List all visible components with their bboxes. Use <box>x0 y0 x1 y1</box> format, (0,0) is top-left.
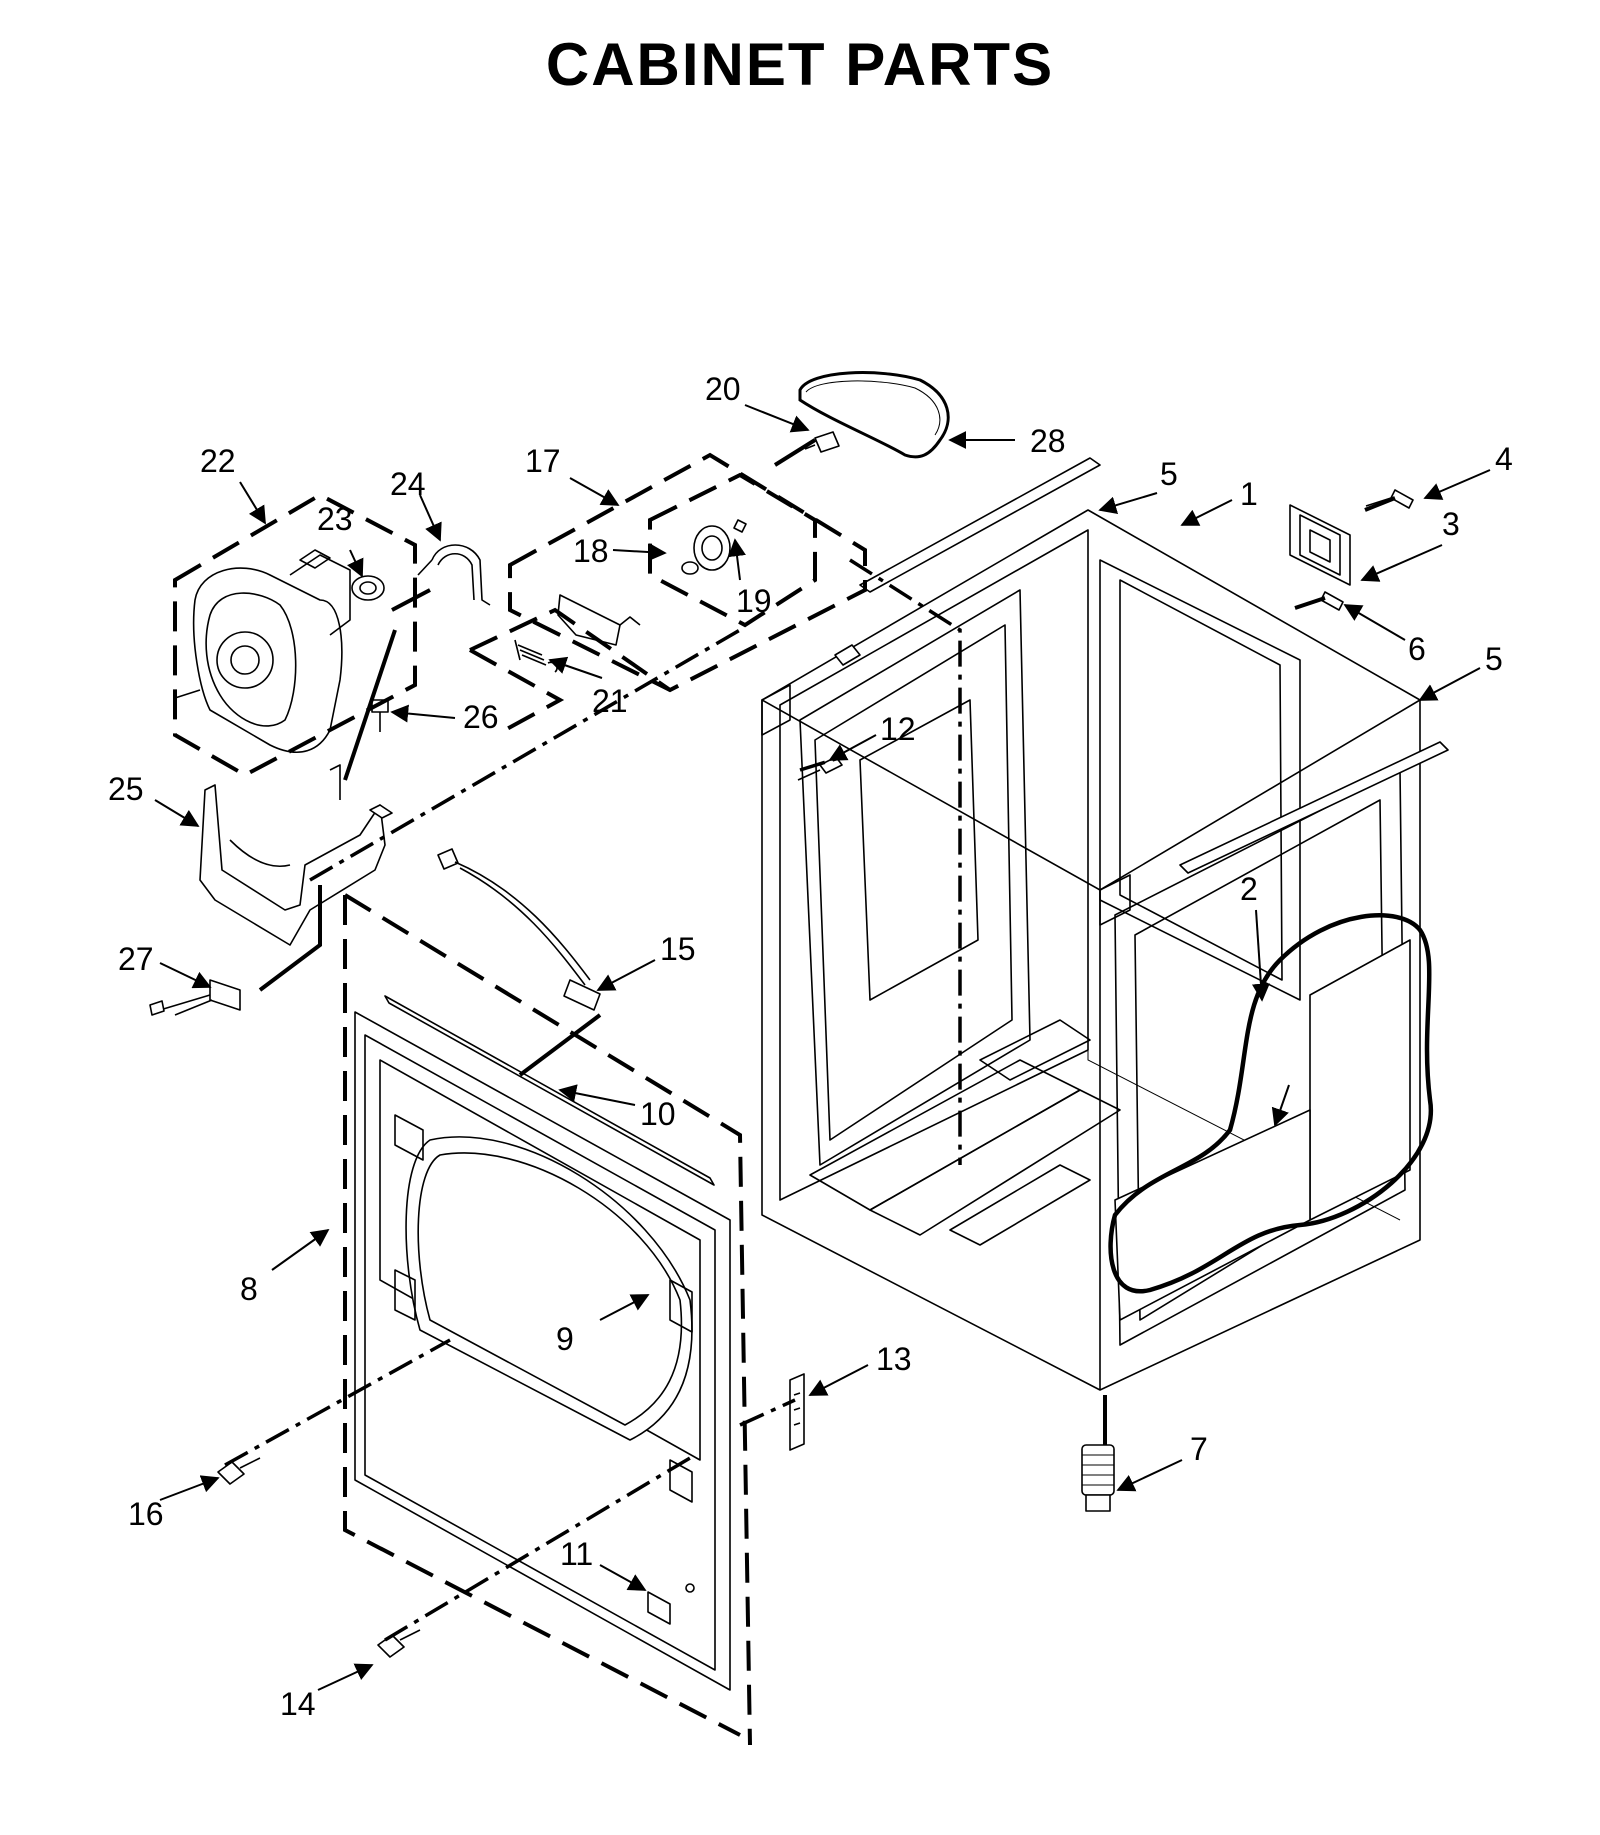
callout-7: 7 <box>1190 1431 1208 1467</box>
page-title: CABINET PARTS <box>545 31 1055 98</box>
cabinet-part[interactable] <box>761 457 1449 1391</box>
drive-belt-part[interactable] <box>798 371 950 459</box>
callout-6: 6 <box>1408 631 1426 667</box>
strike-part[interactable] <box>789 1373 805 1451</box>
drive-motor-part[interactable] <box>174 549 351 754</box>
callout-5-side: 5 <box>1485 641 1503 677</box>
callout-3: 3 <box>1442 506 1460 542</box>
callout-2: 2 <box>1240 871 1258 907</box>
callout-22: 22 <box>200 443 236 479</box>
motor-mount-part[interactable] <box>199 764 393 946</box>
clamp-part[interactable] <box>417 544 491 606</box>
leveling-leg-part[interactable] <box>1081 1444 1115 1512</box>
callout-17: 17 <box>525 443 561 479</box>
callout-16: 16 <box>128 1496 164 1532</box>
screw-part[interactable] <box>377 1629 421 1658</box>
callout-11: 11 <box>560 1536 593 1572</box>
screw-part[interactable] <box>217 1457 261 1485</box>
callout-26: 26 <box>463 699 499 735</box>
callout-24: 24 <box>390 466 426 502</box>
callout-8: 8 <box>240 1271 258 1307</box>
front-panel-part[interactable] <box>354 995 731 1691</box>
callout-9: 9 <box>556 1321 574 1357</box>
callout-19: 19 <box>736 583 772 619</box>
callout-4: 4 <box>1495 441 1513 477</box>
callout-27: 27 <box>118 941 154 977</box>
callout-23: 23 <box>317 501 353 537</box>
callout-12: 12 <box>880 711 916 747</box>
spring-part[interactable] <box>514 639 558 673</box>
callout-14: 14 <box>280 1686 316 1722</box>
screw-part[interactable] <box>804 431 840 453</box>
callout-25: 25 <box>108 771 144 807</box>
callout-20: 20 <box>705 371 741 407</box>
callout-13: 13 <box>876 1341 912 1377</box>
callout-18: 18 <box>573 533 609 569</box>
callout-21: 21 <box>592 683 628 719</box>
idler-part[interactable] <box>351 575 385 601</box>
wire-harness-part[interactable] <box>437 848 601 1011</box>
rear-bracket-part[interactable] <box>1289 504 1351 586</box>
switch-part[interactable] <box>149 979 241 1016</box>
sticker-part[interactable] <box>1108 913 1434 1321</box>
callout-1: 1 <box>1240 476 1258 512</box>
callout-28: 28 <box>1030 423 1066 459</box>
callout-10: 10 <box>640 1096 676 1132</box>
callout-5-top: 5 <box>1160 456 1178 492</box>
idler-pulley-part[interactable] <box>681 519 747 575</box>
callout-15: 15 <box>660 931 696 967</box>
